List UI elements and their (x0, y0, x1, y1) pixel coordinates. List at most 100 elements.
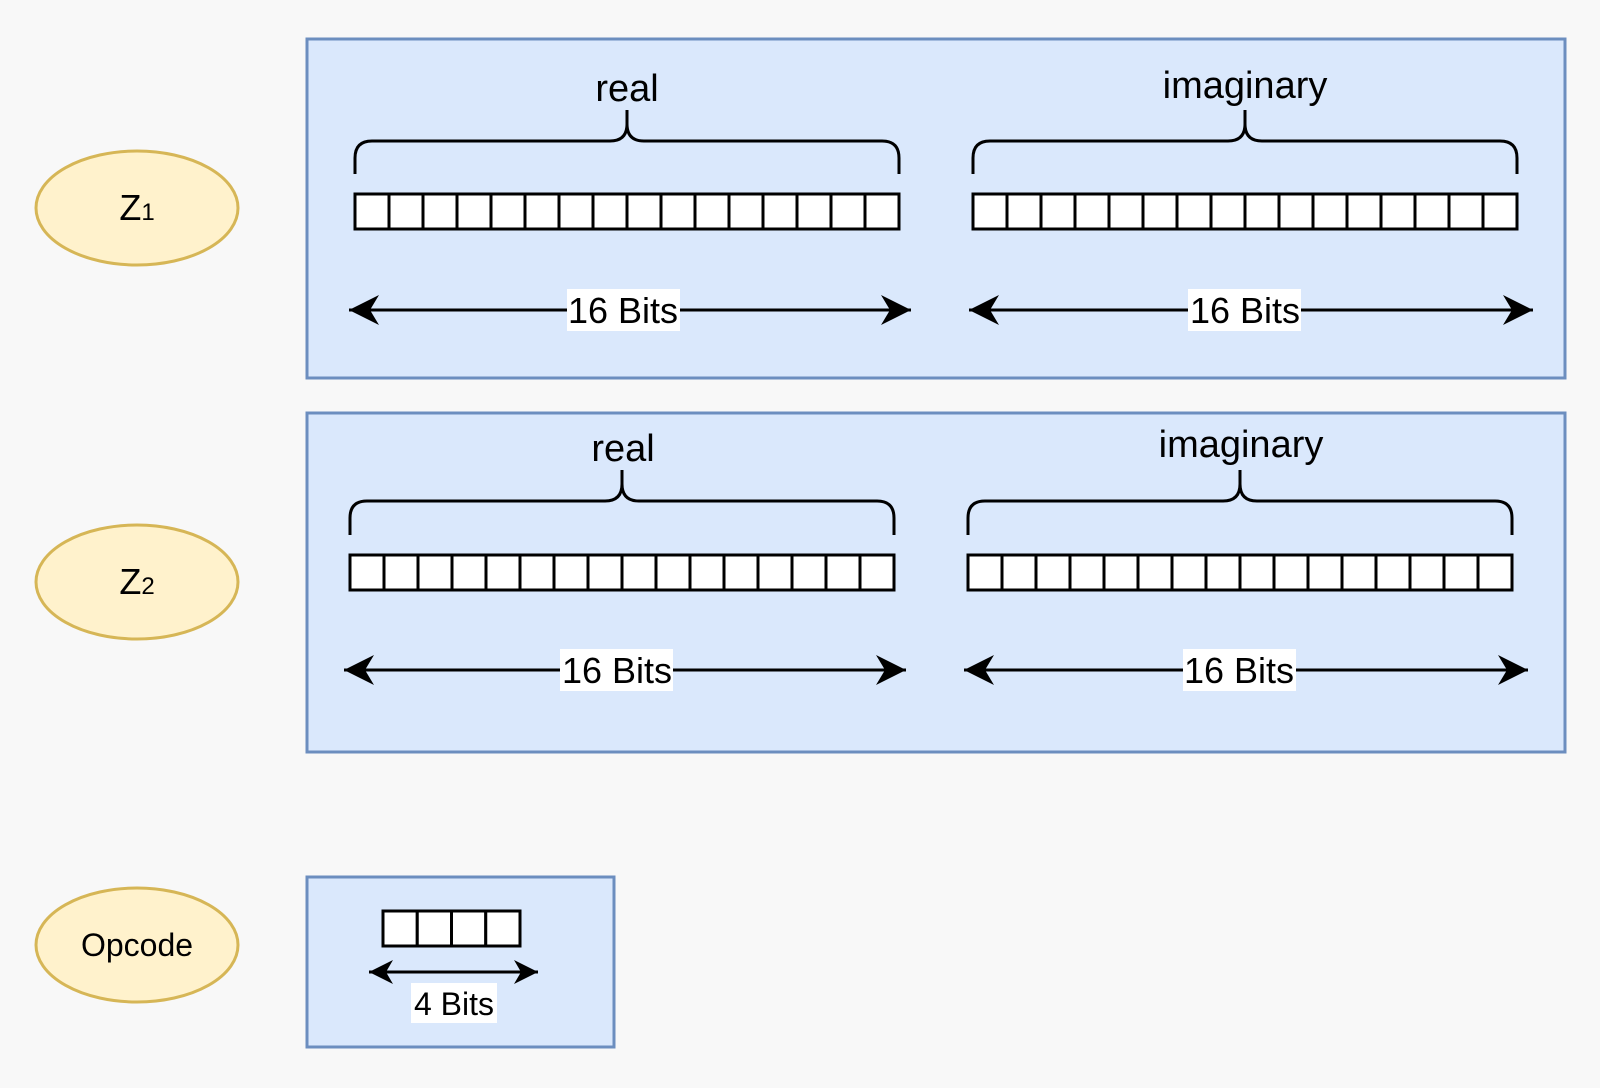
bit-cell (586, 553, 624, 592)
field-real-z1: real 16 Bits (349, 68, 911, 331)
bit-cell (381, 909, 419, 948)
bit-cell (1204, 553, 1242, 592)
bit-cell (387, 192, 425, 231)
bit-cell (1272, 553, 1310, 592)
bit-cell (353, 192, 391, 231)
bit-cell (1408, 553, 1446, 592)
bit-register-imaginary (966, 553, 1514, 592)
bit-cell (416, 553, 454, 592)
brace-imaginary (966, 470, 1514, 535)
bit-cell (1413, 192, 1451, 231)
bit-cell (693, 192, 731, 231)
brace-imaginary (971, 110, 1519, 174)
bit-cell (1141, 192, 1179, 231)
bit-cell (523, 192, 561, 231)
field-label-imaginary: imaginary (1159, 424, 1324, 466)
bit-cell (1277, 192, 1315, 231)
bit-cell (1136, 553, 1174, 592)
bit-cell (421, 192, 459, 231)
bit-cell (1039, 192, 1077, 231)
bit-cell (1306, 553, 1344, 592)
field-imaginary-z2: imaginary 16 Bits (964, 424, 1528, 691)
bit-cell (688, 553, 726, 592)
bit-cell (557, 192, 595, 231)
width-label-real: 16 Bits (568, 290, 678, 331)
bit-cell (1345, 192, 1383, 231)
bit-cell (863, 192, 901, 231)
bit-cell (1000, 553, 1038, 592)
field-label-imaginary: imaginary (1163, 65, 1328, 107)
field-label-real: real (595, 68, 658, 110)
bit-cell (1005, 192, 1043, 231)
bit-cell (727, 192, 765, 231)
operand-label-z2: Z2 (119, 561, 154, 602)
bit-cell (1481, 192, 1519, 231)
bit-cell (1374, 553, 1412, 592)
operand-row-z1: Z1 real 16 Bits imaginary 16 Bits (34, 37, 1567, 380)
bit-cell (1442, 553, 1480, 592)
bit-cell (625, 192, 663, 231)
operand-label-z1: Z1 (119, 187, 154, 228)
width-label-imaginary: 16 Bits (1184, 650, 1294, 691)
bit-cell (824, 553, 862, 592)
width-label-real: 16 Bits (562, 650, 672, 691)
bit-cell (348, 553, 386, 592)
bit-cell (415, 909, 453, 948)
bit-cell (450, 909, 488, 948)
bit-cell (382, 553, 420, 592)
bit-cell (1311, 192, 1349, 231)
bit-cell (455, 192, 493, 231)
bit-cell (450, 553, 488, 592)
bit-register-real (348, 553, 896, 592)
bit-cell (756, 553, 794, 592)
bit-cell (829, 192, 867, 231)
bit-cell (1379, 192, 1417, 231)
brace-real (348, 470, 896, 535)
bit-cell (966, 553, 1004, 592)
bit-cell (1476, 553, 1514, 592)
bit-cell (654, 553, 692, 592)
bit-register-opcode (381, 909, 522, 948)
bit-cell (1073, 192, 1111, 231)
brace-real (353, 110, 901, 174)
bit-cell (1175, 192, 1213, 231)
opcode-label: Opcode (81, 927, 193, 963)
bit-cell (722, 553, 760, 592)
bit-cell (1340, 553, 1378, 592)
bit-cell (659, 192, 697, 231)
bit-cell (489, 192, 527, 231)
bit-cell (591, 192, 629, 231)
bit-cell (620, 553, 658, 592)
bit-cell (1170, 553, 1208, 592)
bit-cell (1238, 553, 1276, 592)
bit-cell (1068, 553, 1106, 592)
bit-cell (1102, 553, 1140, 592)
bit-cell (858, 553, 896, 592)
bit-cell (484, 553, 522, 592)
bit-cell (518, 553, 556, 592)
opcode-row: Opcode 4 Bits (34, 875, 616, 1049)
width-label-imaginary: 16 Bits (1190, 290, 1300, 331)
bit-cell (1107, 192, 1145, 231)
bit-cell (1447, 192, 1485, 231)
field-label-real: real (591, 428, 654, 470)
width-label-opcode: 4 Bits (414, 986, 494, 1022)
bit-cell (1243, 192, 1281, 231)
bit-cell (484, 909, 522, 948)
field-real-z2: real 16 Bits (344, 428, 906, 691)
opcode-ellipse (34, 886, 240, 1004)
bit-cell (1209, 192, 1247, 231)
bit-cell (552, 553, 590, 592)
bit-cell (790, 553, 828, 592)
bit-cell (1034, 553, 1072, 592)
bit-register-imaginary (971, 192, 1519, 231)
bit-register-real (353, 192, 901, 231)
operand-row-z2: Z2 real 16 Bits imaginary 16 Bits (34, 411, 1567, 754)
bit-cell (971, 192, 1009, 231)
operand-ellipse-z2 (34, 523, 240, 641)
bit-cell (795, 192, 833, 231)
operand-ellipse-z1 (34, 149, 240, 267)
field-imaginary-z1: imaginary 16 Bits (969, 65, 1533, 331)
